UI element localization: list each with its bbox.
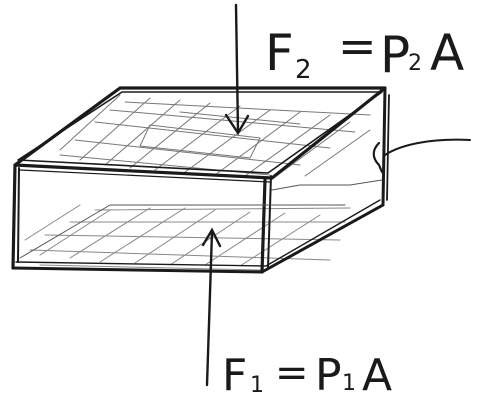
bottom-pressure-symbol: P [315,350,342,400]
bottom-force-equation: F 1 = P 1 A [222,350,392,400]
top-force-equation: F 2 = P 2 A [265,19,464,85]
top-face-hatching [59,94,371,178]
top-face-outline [13,86,387,180]
bottom-force-arrow [201,227,222,387]
fluid-element-box [11,86,390,274]
top-equals-sign: = [338,19,377,73]
bottom-force-subscript: 1 [250,373,264,398]
bottom-force-symbol: F [222,350,247,400]
back-right-edge [381,86,387,207]
top-pressure-subscript: 2 [408,51,422,76]
bottom-right-edge [260,203,385,274]
top-force-subscript: 2 [295,55,312,85]
bottom-pressure-subscript: 1 [342,371,356,396]
front-right-edge [260,178,267,274]
front-left-edge [11,163,17,270]
bottom-front-edge [11,266,264,274]
bottom-equals-sign: = [275,350,309,396]
bottom-area-symbol: A [362,350,392,400]
top-force-arrow [224,3,250,136]
top-area-symbol: A [430,24,464,82]
top-pressure-symbol: P [380,26,410,84]
bottom-face-hatching [24,204,351,271]
side-leader-line [372,138,471,174]
top-force-symbol: F [265,24,294,82]
